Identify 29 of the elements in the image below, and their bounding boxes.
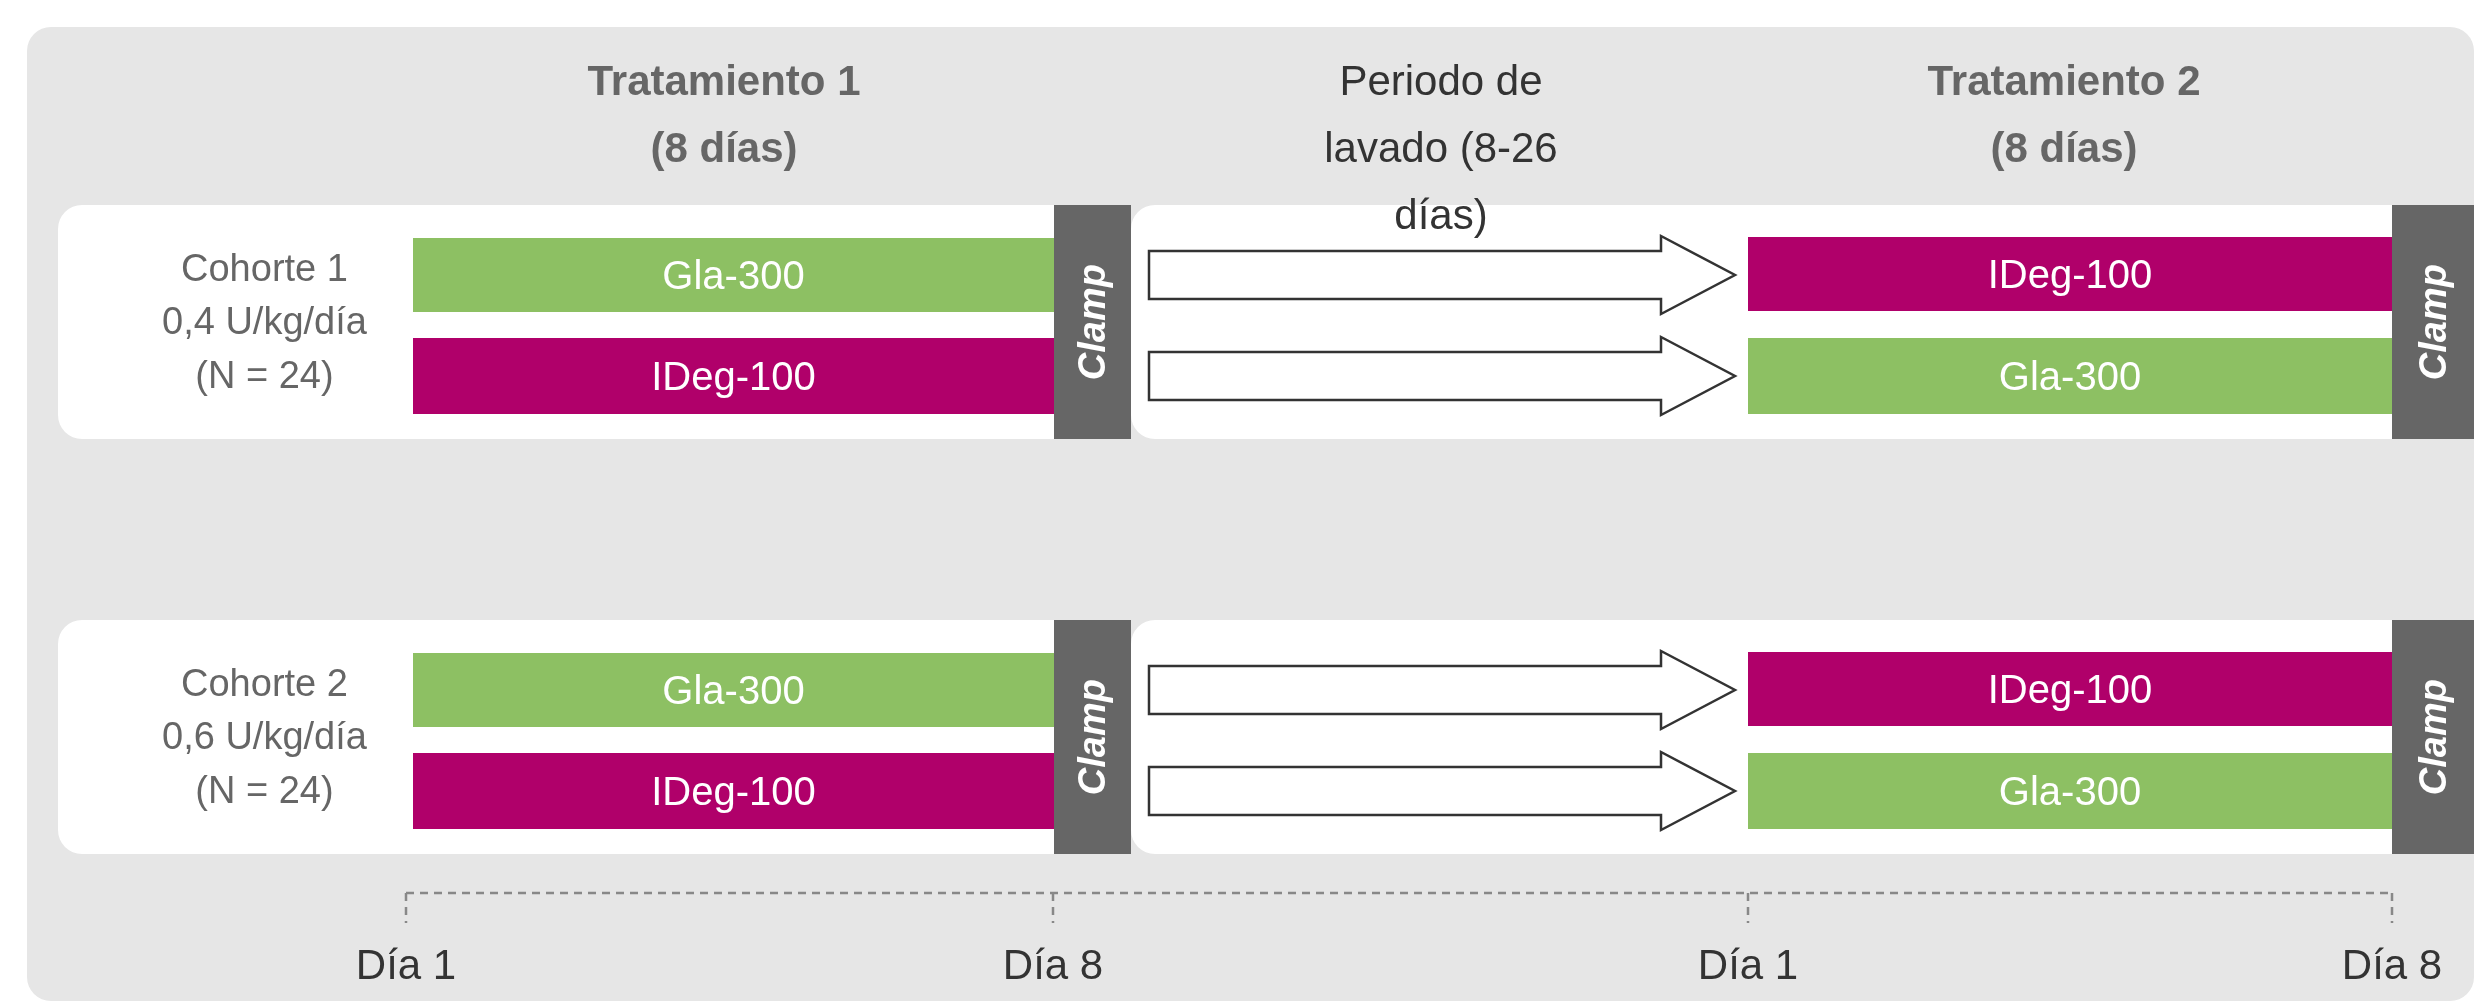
treatment-bar: IDeg-100 (1748, 237, 2392, 311)
cohort-title: Cohorte 1 (181, 246, 348, 292)
treatment-bar: Gla-300 (413, 653, 1054, 727)
cohort-dose-text: 0,6 U/kg/día (N = 24) (161, 714, 368, 813)
block-arrow (1147, 334, 1738, 418)
cohort-dose-text: 0,4 U/kg/día (N = 24) (161, 299, 368, 398)
treatment-bar: IDeg-100 (1748, 652, 2392, 726)
day-label: Día 8 (2341, 940, 2443, 990)
treatment-bar: IDeg-100 (413, 338, 1054, 414)
header-title: Tratamiento 2 (8 días) (1926, 56, 2202, 174)
cohort-panel (58, 620, 1131, 854)
treatment-bar: Gla-300 (1748, 338, 2392, 414)
block-arrow (1147, 233, 1738, 317)
block-arrow (1147, 648, 1738, 732)
clamp-box: Clamp (2392, 205, 2474, 439)
day-label: Día 1 (1697, 940, 1799, 990)
cohort-panel (58, 205, 1131, 439)
header-title: Tratamiento 1 (8 días) (586, 56, 862, 174)
block-arrow (1147, 749, 1738, 833)
day-label: Día 1 (355, 940, 457, 990)
day-label: Día 8 (1002, 940, 1104, 990)
treatment-bar: Gla-300 (1748, 753, 2392, 829)
clamp-box: Clamp (1054, 620, 1131, 854)
cohort-title: Cohorte 2 (181, 661, 348, 707)
header-title: Periodo de lavado (8-26 días) (1323, 56, 1559, 241)
clamp-box: Clamp (1054, 205, 1131, 439)
treatment-bar: IDeg-100 (413, 753, 1054, 829)
clamp-box: Clamp (2392, 620, 2474, 854)
treatment-bar: Gla-300 (413, 238, 1054, 312)
